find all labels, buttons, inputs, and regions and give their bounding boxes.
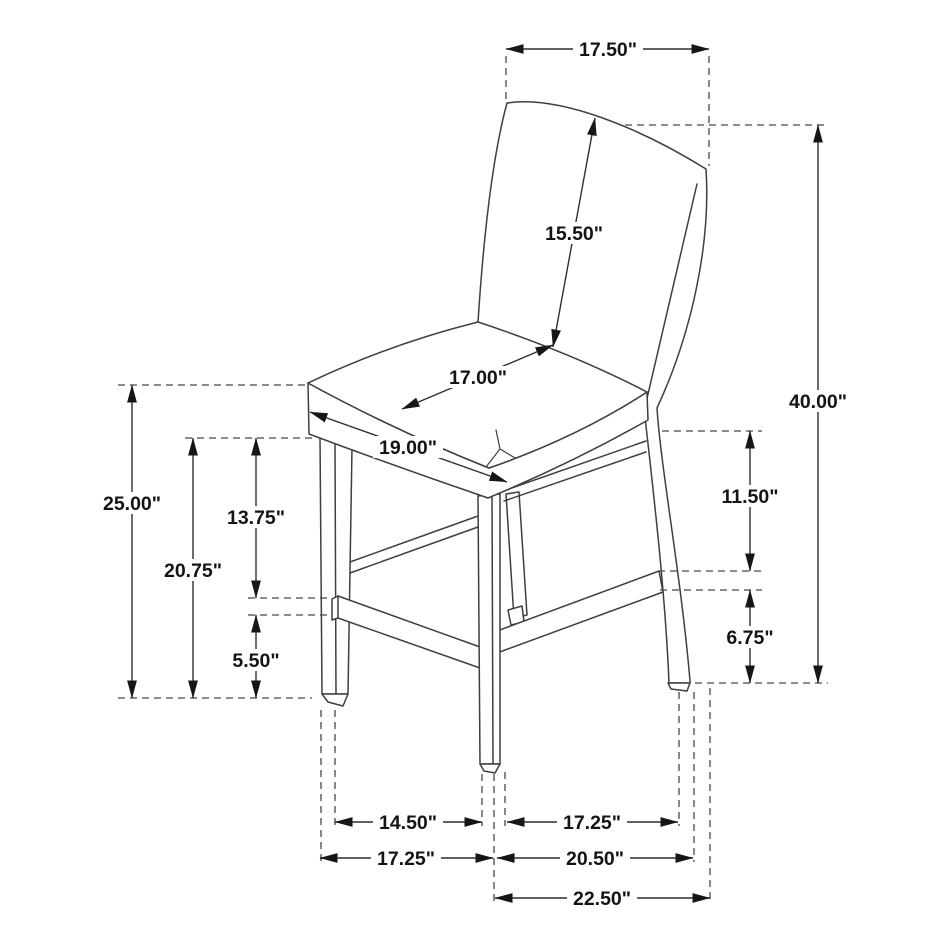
dim-label-plate bbox=[373, 811, 443, 833]
dim-label-plate bbox=[443, 366, 513, 388]
dim-label-plate bbox=[573, 38, 643, 60]
dim-label-plate bbox=[560, 847, 630, 869]
dim-overall-height: 40.00" bbox=[783, 390, 853, 413]
dim-label-seat-width: 19.00" bbox=[379, 437, 437, 459]
dim-seat-width: 19.00" bbox=[373, 436, 443, 459]
rear-leg-foot bbox=[667, 682, 691, 692]
dim-overall-depth: 22.50" bbox=[567, 887, 637, 910]
dim-backrest-width: 17.50" bbox=[573, 38, 643, 61]
dimension-labels: 17.50" 15.50" 17.00" 19.00" 25.00" 20.75… bbox=[97, 38, 853, 910]
dim-depth-leg-span-inner: 17.25" bbox=[557, 811, 627, 834]
dim-stretcher-to-floor-right: 6.75" bbox=[721, 626, 779, 649]
upper-stretcher-left-lower-edge bbox=[349, 526, 479, 574]
front-right-leg-edge bbox=[491, 496, 494, 765]
dim-backrest-height: 15.50" bbox=[539, 222, 609, 245]
dim-seat-depth: 17.00" bbox=[443, 366, 513, 389]
dim-label-plate bbox=[721, 626, 779, 648]
lower-stretcher-left bbox=[331, 595, 481, 669]
front-left-leg-foot bbox=[321, 693, 349, 707]
dim-depth-leg-span-outer: 20.50" bbox=[560, 847, 630, 870]
dim-label-stretcher-to-floor-right: 6.75" bbox=[726, 627, 773, 649]
dim-label-frame-to-stretcher-left: 13.75" bbox=[227, 507, 285, 529]
dim-label-overall-height: 40.00" bbox=[789, 391, 847, 413]
dim-seat-to-stretcher-right: 11.50" bbox=[715, 485, 785, 508]
dim-label-seat-height: 25.00" bbox=[103, 493, 161, 515]
dim-seat-height: 25.00" bbox=[97, 492, 167, 515]
dim-label-plate bbox=[557, 811, 627, 833]
dim-label-stretcher-to-floor-left: 5.50" bbox=[232, 650, 279, 672]
dim-label-backrest-height: 15.50" bbox=[545, 223, 603, 245]
dim-label-plate bbox=[373, 436, 443, 458]
front-right-leg-foot bbox=[479, 763, 501, 774]
dim-front-leg-span-outer: 17.25" bbox=[371, 847, 441, 870]
dim-label-front-leg-span-inner: 14.50" bbox=[379, 812, 437, 834]
upper-stretcher-right-lower-edge bbox=[503, 451, 647, 502]
dim-front-leg-span-inner: 14.50" bbox=[373, 811, 443, 834]
dim-label-plate bbox=[221, 506, 291, 528]
backrest-side-seam bbox=[644, 183, 698, 408]
front-right-leg bbox=[477, 493, 501, 765]
extension-lines bbox=[118, 56, 828, 902]
dim-label-plate bbox=[158, 559, 228, 581]
dim-label-overall-depth: 22.50" bbox=[573, 888, 631, 910]
dim-label-plate bbox=[539, 222, 609, 244]
chair-line-drawing bbox=[307, 101, 708, 774]
front-left-leg-edge bbox=[334, 441, 337, 695]
dim-label-depth-leg-span-inner: 17.25" bbox=[563, 812, 621, 834]
dim-frame-to-stretcher-left: 13.75" bbox=[221, 506, 291, 529]
dim-label-floor-to-seat-frame: 20.75" bbox=[164, 560, 222, 582]
dim-stretcher-to-floor-left: 5.50" bbox=[227, 649, 285, 672]
dim-label-plate bbox=[715, 485, 785, 507]
dim-label-front-leg-span-outer: 17.25" bbox=[377, 848, 435, 870]
back-left-leg bbox=[505, 491, 528, 619]
dim-label-seat-to-stretcher-right: 11.50" bbox=[722, 486, 779, 508]
dim-label-plate bbox=[97, 492, 167, 514]
upper-stretcher-right bbox=[505, 440, 647, 491]
upper-stretcher-left bbox=[349, 515, 479, 563]
dim-label-plate bbox=[567, 887, 637, 909]
dim-label-backrest-width: 17.50" bbox=[579, 39, 637, 61]
dim-floor-to-seat-frame: 20.75" bbox=[158, 559, 228, 582]
dim-label-depth-leg-span-outer: 20.50" bbox=[566, 848, 624, 870]
dim-label-plate bbox=[783, 390, 853, 412]
dim-label-plate bbox=[227, 649, 285, 671]
dim-label-plate bbox=[371, 847, 441, 869]
dim-label-seat-depth: 17.00" bbox=[449, 367, 507, 389]
